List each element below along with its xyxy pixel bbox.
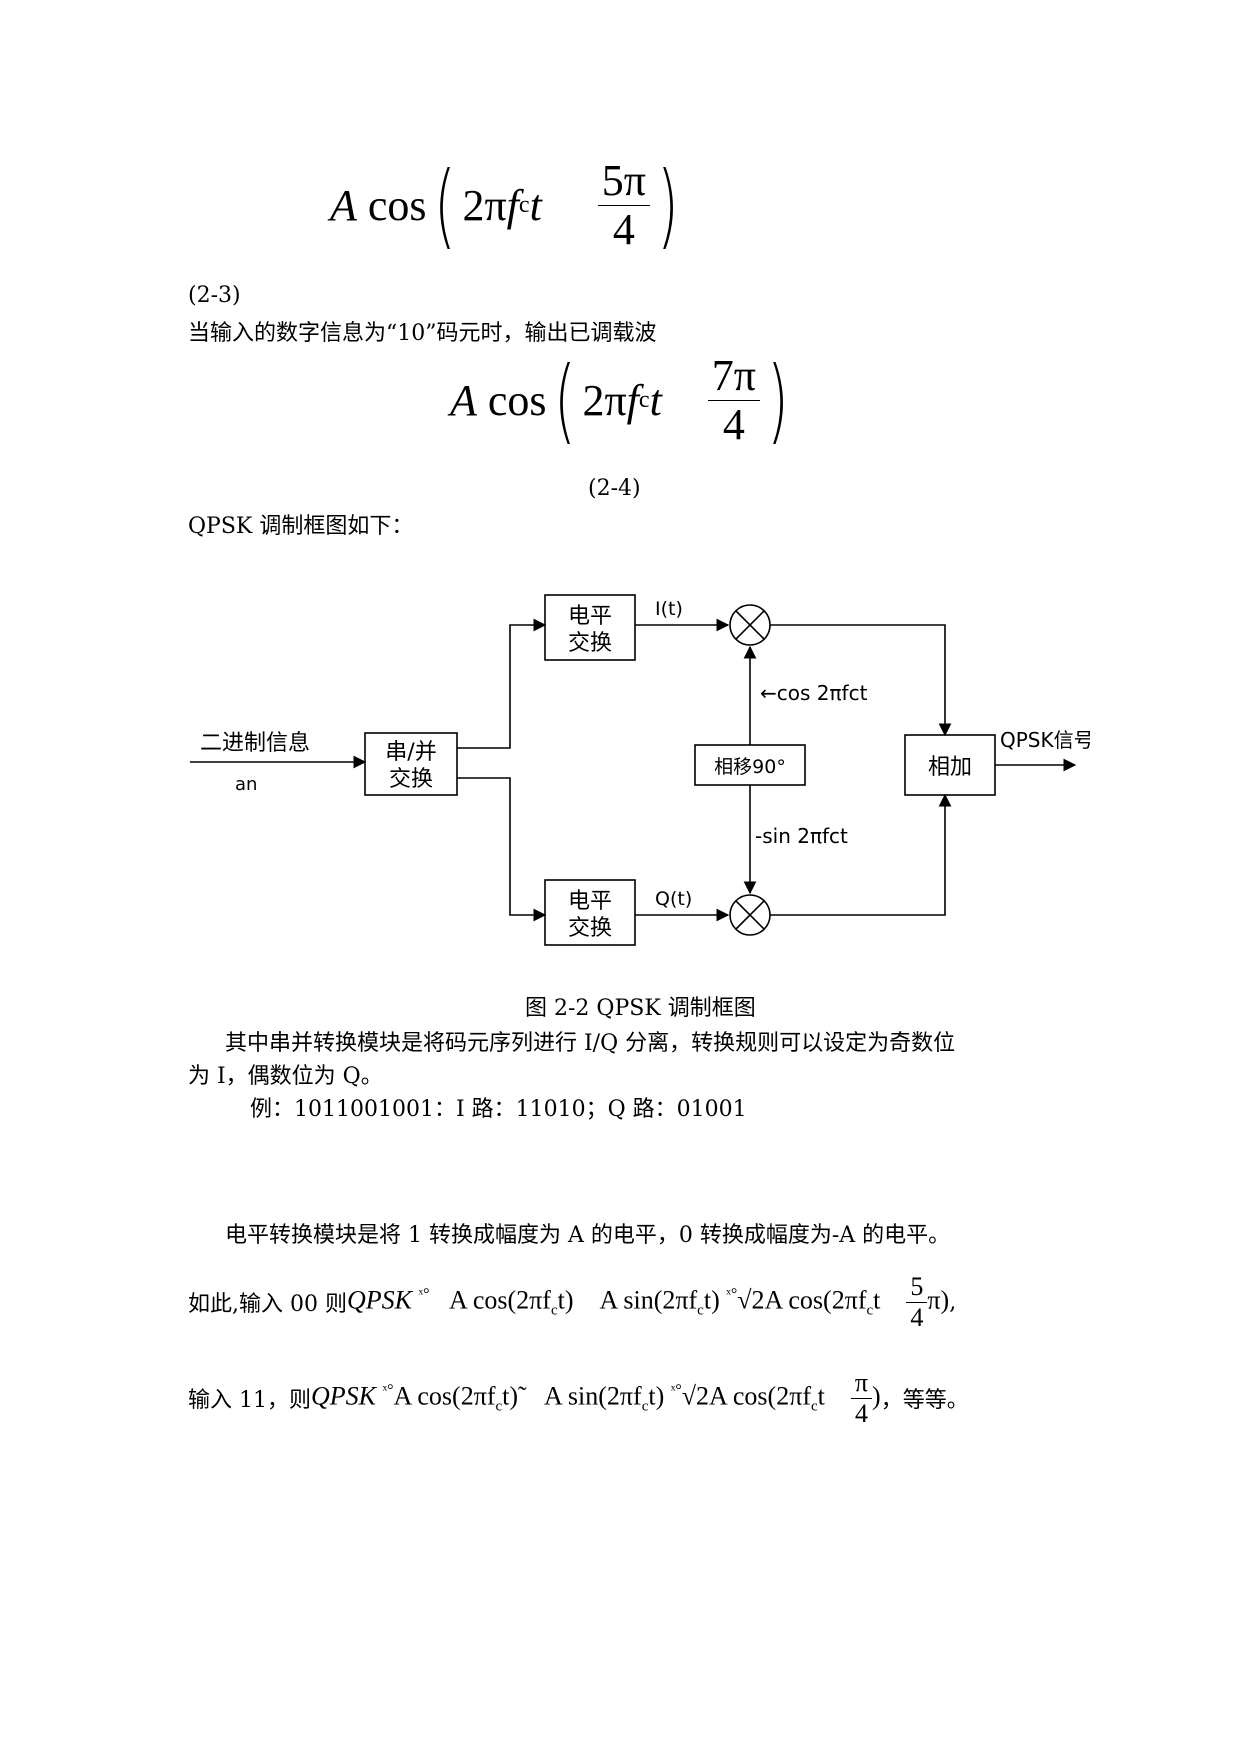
- i-label: I(t): [655, 598, 683, 620]
- eq4-twopi: 2π: [582, 375, 627, 425]
- f00-num: 5: [906, 1273, 928, 1303]
- sin-label: -sin 2πfct: [755, 824, 848, 848]
- f00-term1b: t): [557, 1284, 574, 1314]
- formula-00: QPSK ˣ° A cos(2πfct) A sin(2πfct) ˣ°√2A …: [346, 1273, 950, 1332]
- formula-00-row: 如此,输入 00 则 QPSK ˣ° A cos(2πfct) A sin(2π…: [188, 1262, 956, 1342]
- level-top-box: [544, 594, 636, 661]
- eq3-t: t: [529, 180, 542, 230]
- f11-den: 4: [854, 1398, 868, 1428]
- level-bottom-box: [544, 879, 636, 946]
- eq3-f: f: [506, 180, 519, 230]
- serial-parallel-line1: 串/并: [385, 740, 436, 765]
- qpsk-block-diagram: 二进制信息 an 串/并 交换 电平 交换 电平 交换 I(t) Q(t) ←c…: [190, 594, 1090, 946]
- q-label: Q(t): [655, 888, 692, 910]
- eq4-den: 4: [722, 399, 745, 449]
- f00-term2b: t): [703, 1284, 720, 1314]
- eq3-left-paren: (: [433, 151, 456, 259]
- input-label: 二进制信息: [200, 731, 310, 756]
- f11-term2: A sin(2πf: [544, 1380, 642, 1410]
- eq3-label: (2-3): [188, 283, 241, 308]
- eq4-label: (2-4): [588, 476, 641, 501]
- phase-shift-label: 相移90°: [714, 756, 786, 778]
- adder-label: 相加: [928, 755, 972, 780]
- f11-term3: √2A cos(2πf: [681, 1380, 811, 1410]
- f11-term1b: t)̃: [502, 1380, 519, 1410]
- f00-den: 4: [910, 1302, 924, 1332]
- formula-00-prefix: 如此,输入 00 则: [188, 1292, 347, 1317]
- f00-qpsk: QPSK: [346, 1284, 412, 1314]
- f00-sub2: c: [697, 1302, 704, 1319]
- f00-term3: √2A cos(2πf: [737, 1284, 867, 1314]
- example-line: 例：1011001001：I 路：11010；Q 路：01001: [250, 1097, 747, 1122]
- eq3-num: 5π: [597, 158, 651, 206]
- formula-11: QPSK ˣ°A cos(2πfct)̃ A sin(2πfct) ˣ°√2A …: [311, 1369, 881, 1428]
- f11-tail: ): [872, 1380, 881, 1410]
- f11-sub2: c: [641, 1398, 649, 1415]
- multiplier-top-x2: [735, 610, 765, 640]
- level-bottom-line2: 交换: [568, 916, 612, 941]
- eq3-right-paren: ): [657, 151, 679, 259]
- f11-term1: A cos(2πf: [393, 1380, 496, 1410]
- serial-parallel-box: [364, 732, 458, 796]
- eq3-sub: c: [518, 191, 530, 218]
- intro-10-text: 当输入的数字信息为“10”码元时，输出已调载波: [188, 321, 657, 346]
- multiplier-bottom-x2: [735, 900, 765, 930]
- f11-qpsk: QPSK: [311, 1380, 376, 1410]
- figure-caption: 图 2-2 QPSK 调制框图: [525, 996, 756, 1021]
- f00-sub1: c: [550, 1302, 558, 1319]
- output-label: QPSK信号: [1000, 728, 1090, 752]
- level-top-line2: 交换: [568, 631, 612, 656]
- eq4-f: f: [626, 375, 639, 425]
- paragraph2: 电平转换模块是将 1 转换成幅度为 A 的电平，0 转换成幅度为-A 的电平。: [225, 1223, 951, 1248]
- f00-tail: π): [927, 1284, 950, 1314]
- eq4-sub: c: [638, 386, 650, 413]
- eq3-amp: A: [330, 180, 357, 230]
- eq3-twopi: 2π: [462, 180, 507, 230]
- formula-11-prefix: 输入 11，则: [188, 1388, 311, 1413]
- top-to-adder-line: [770, 624, 952, 737]
- formula-11-suffix: ，等等。: [880, 1388, 969, 1413]
- f00-term1: A cos(2πf: [449, 1284, 551, 1314]
- eq4-amp: A: [450, 375, 477, 425]
- f11-term2b: t): [648, 1380, 665, 1410]
- bottom-to-adder-line: [770, 793, 952, 916]
- f11-glyph2: ˣ°: [670, 1381, 682, 1399]
- level-top-line1: 电平: [568, 604, 612, 629]
- eq4-cos: cos: [487, 375, 547, 425]
- eq3-den: 4: [612, 204, 635, 254]
- eq4-t: t: [649, 375, 662, 425]
- f00-term3b: t: [873, 1284, 881, 1314]
- f00-sub3: c: [866, 1302, 874, 1319]
- block-diagram-heading: QPSK 调制框图如下：: [188, 514, 414, 539]
- upper-branch-line: [457, 618, 547, 749]
- level-bottom-line1: 电平: [568, 889, 612, 914]
- f11-sub3: c: [811, 1398, 818, 1415]
- f11-term3b: t: [817, 1380, 825, 1410]
- f00-glyph2: ˣ°: [726, 1285, 738, 1303]
- paragraph1-line1: 其中串并转换模块是将码元序列进行 I/Q 分离，转换规则可以设定为奇数位: [225, 1031, 956, 1056]
- paragraph1-line2: 为 I，偶数位为 Q。: [188, 1064, 383, 1089]
- lower-branch-line: [457, 777, 547, 922]
- f11-num: π: [850, 1369, 873, 1399]
- input-sub-label: an: [235, 774, 257, 795]
- formula-00-comma: ,: [949, 1289, 957, 1315]
- eq4-num: 7π: [707, 353, 761, 401]
- eq3-cos: cos: [367, 180, 427, 230]
- f00-term2: A sin(2πf: [599, 1284, 698, 1314]
- formula-11-row: 输入 11，则 QPSK ˣ°A cos(2πfct)̃ A sin(2πfct…: [188, 1358, 969, 1438]
- serial-parallel-line2: 交换: [389, 767, 433, 792]
- eq4-left-paren: (: [553, 346, 576, 454]
- f11-glyph1: ˣ°: [382, 1381, 394, 1399]
- f11-sub1: c: [495, 1398, 503, 1415]
- cos-label: ←cos 2πfct: [760, 681, 868, 705]
- eq4-right-paren: ): [767, 346, 789, 454]
- f00-glyph1: ˣ°: [418, 1285, 430, 1303]
